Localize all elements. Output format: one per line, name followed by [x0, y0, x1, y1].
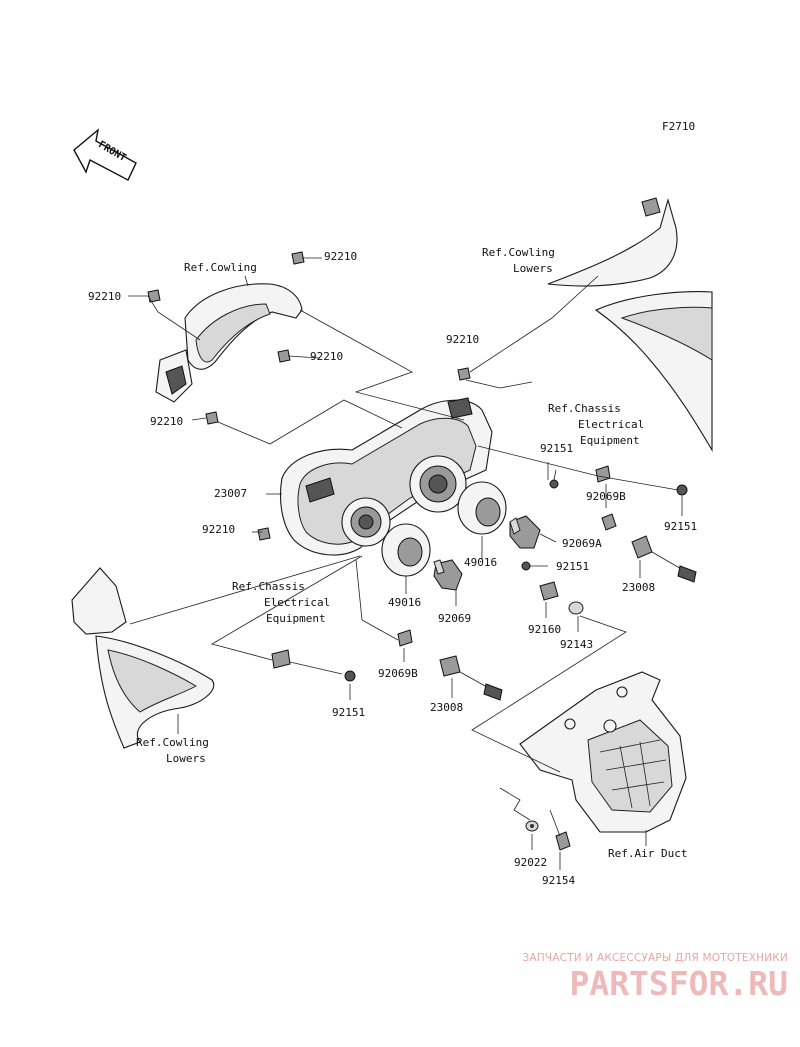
part-92069B-a: 92069B: [586, 490, 626, 503]
bulb-92069A: [509, 515, 541, 549]
part-92151-a: 92151: [540, 442, 573, 455]
grommet-92160: [539, 581, 559, 601]
part-92160: 92160: [528, 623, 561, 636]
cowling-lowers-lower-left: [71, 567, 215, 749]
part-92069: 92069: [438, 612, 471, 625]
part-92151-b: 92151: [664, 520, 697, 533]
screw-92151-a: [549, 469, 559, 489]
washer-92022: [525, 820, 539, 832]
air-duct: [519, 671, 687, 833]
clip-nut-92210-right: [457, 367, 471, 381]
part-92210-top: 92210: [324, 250, 357, 263]
ref-cowling-label: Ref.Cowling: [184, 261, 257, 274]
ref-cowling-lowers-bottom-line2: Lowers: [166, 752, 206, 765]
clip-nut-92210-left: [147, 289, 161, 303]
part-92069B-b: 92069B: [378, 667, 418, 680]
bolt-92154: [549, 809, 571, 851]
ref-chassis-left-line2: Electrical: [264, 596, 330, 609]
part-92210-mid: 92210: [310, 350, 343, 363]
ref-chassis-left-line1: Ref.Chassis: [232, 580, 305, 593]
screw-92151-d: [344, 670, 356, 682]
part-92210-front: 92210: [202, 523, 235, 536]
bracket-92069B-b: [271, 649, 291, 669]
ref-chassis-top-line3: Equipment: [580, 434, 640, 447]
watermark-brand: PARTSFOR.RU: [569, 964, 788, 1003]
clip-nut-92210-mid: [277, 349, 291, 363]
part-92069A: 92069A: [562, 537, 602, 550]
ref-chassis-top-line1: Ref.Chassis: [548, 402, 621, 415]
part-92143: 92143: [560, 638, 593, 651]
bulb-92069: [433, 559, 463, 591]
figure-code: F2710: [662, 120, 695, 133]
watermark-subtitle: ЗАПЧАСТИ И АКСЕССУАРЫ ДЛЯ МОТОТЕХНИКИ: [522, 952, 788, 964]
bracket-92069B-a: [595, 465, 611, 483]
screw-92151-b: [676, 484, 688, 496]
clip-nut-92210-top: [291, 251, 305, 265]
cap-92143: [568, 601, 584, 615]
front-arrow-icon: FRONT: [73, 128, 137, 181]
screw-92151-c: [521, 561, 531, 571]
part-23008-a: 23008: [622, 581, 655, 594]
ref-cowling-lowers-top-line1: Ref.Cowling: [482, 246, 555, 259]
ref-air-duct-label: Ref.Air Duct: [608, 847, 687, 860]
socket-23008-right: [601, 513, 697, 583]
headlight-assembly: [279, 397, 493, 556]
bulb-cup-49016-lower: [381, 523, 431, 577]
bulb-cup-49016-upper: [457, 481, 507, 535]
part-23007: 23007: [214, 487, 247, 500]
clip-nut-92210-front: [257, 527, 271, 541]
part-92022: 92022: [514, 856, 547, 869]
leader-lines: [128, 257, 683, 870]
ref-chassis-top-line2: Electrical: [578, 418, 644, 431]
ref-chassis-left-line3: Equipment: [266, 612, 326, 625]
ref-cowling-lowers-top-line2: Lowers: [513, 262, 553, 275]
part-49016-a: 49016: [464, 556, 497, 569]
ref-cowling-lowers-bottom-line1: Ref.Cowling: [136, 736, 209, 749]
clip-nut-92210-lower: [205, 411, 219, 425]
part-49016-b: 49016: [388, 596, 421, 609]
part-92210-left: 92210: [88, 290, 121, 303]
part-23008-b: 23008: [430, 701, 463, 714]
part-92151-c: 92151: [556, 560, 589, 573]
upper-cowling: [155, 283, 303, 403]
part-92210-right: 92210: [446, 333, 479, 346]
part-92151-d: 92151: [332, 706, 365, 719]
part-92210-lower: 92210: [150, 415, 183, 428]
socket-23008-left: [397, 629, 503, 701]
part-92154: 92154: [542, 874, 575, 887]
cowling-lowers-upper-right: [547, 197, 713, 452]
